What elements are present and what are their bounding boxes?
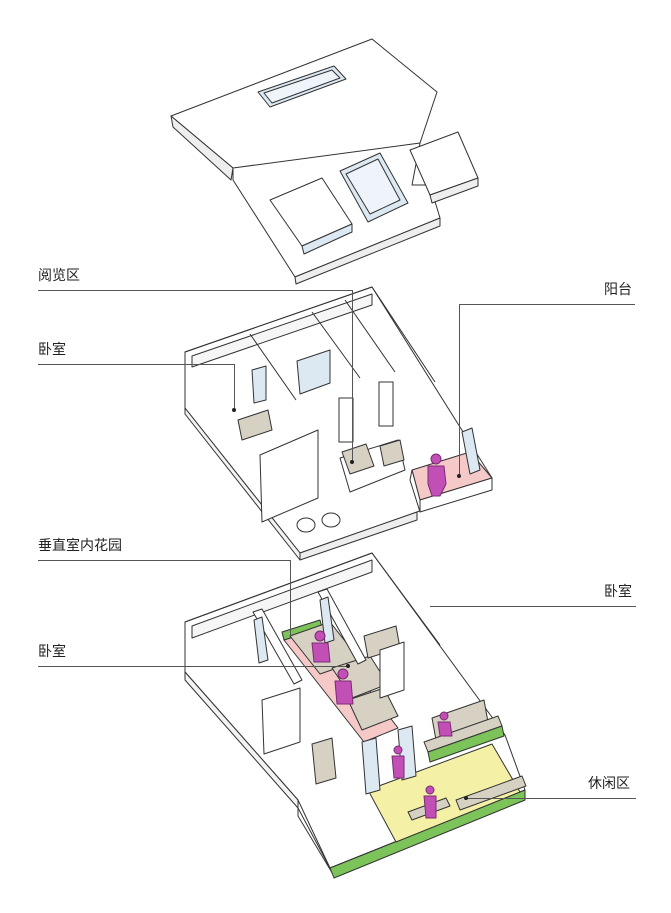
lower-partition-left <box>252 608 303 685</box>
upper-wall-back <box>184 286 436 383</box>
garden-table-3 <box>347 687 399 731</box>
leisure-leader <box>466 798 636 799</box>
bedroom-upper-leader-v <box>234 364 235 410</box>
roof-lower-edge <box>294 217 441 285</box>
bedroom-upper-leader <box>38 364 234 365</box>
balcony-marker <box>457 474 461 478</box>
roof-level <box>170 38 479 285</box>
lower-green-band <box>427 725 505 763</box>
leisure-marker <box>464 796 468 800</box>
roof-window-center-inner <box>345 158 401 215</box>
label-reading-area: 阅览区 <box>38 268 80 284</box>
reading-chair-2 <box>379 439 405 467</box>
bedroom-left-marker <box>346 664 350 668</box>
label-balcony: 阳台 <box>604 282 632 298</box>
upper-door-1 <box>338 397 354 443</box>
reading-area-marker <box>350 460 354 464</box>
lower-window-left <box>253 616 269 664</box>
upper-left-window <box>251 365 267 404</box>
garden-person-1 <box>311 630 331 663</box>
garden-person-2 <box>334 668 354 705</box>
vertical-garden-leader-v <box>290 560 291 636</box>
lower-wall-back-face <box>191 559 373 639</box>
lower-stair <box>311 737 337 785</box>
bedroom-left-leader <box>38 666 348 667</box>
balcony-railing <box>419 477 493 513</box>
bedroom-person <box>437 711 453 737</box>
reading-area-leader-h <box>38 290 352 291</box>
reading-area-leader-v <box>352 290 353 462</box>
upper-partition-1 <box>249 333 297 401</box>
skylight-top-inner <box>263 69 341 104</box>
label-leisure-area: 休闲区 <box>588 776 630 792</box>
upper-wall-back-face <box>191 293 373 368</box>
lower-bath-wall <box>261 687 301 755</box>
vertical-garden-leader-h <box>38 560 290 561</box>
lower-glass-door-1 <box>361 737 381 795</box>
label-vertical-garden: 垂直室内花园 <box>38 538 122 554</box>
upper-door-2 <box>378 381 394 427</box>
upper-interior-window <box>296 349 331 395</box>
roof-slab-front <box>170 115 234 181</box>
roof-window-left-glass <box>301 223 353 255</box>
lower-floor-level <box>184 552 527 879</box>
lower-window-mid <box>319 596 335 644</box>
balcony-glass <box>461 427 481 475</box>
label-bedroom-lower-right: 卧室 <box>604 584 632 600</box>
balcony-leader-h <box>459 304 635 305</box>
upper-partition-3 <box>344 299 396 373</box>
upper-floor-level <box>184 286 493 561</box>
bedroom-upper-marker <box>232 408 236 412</box>
leisure-floor <box>367 743 521 843</box>
balcony-person <box>427 453 447 497</box>
label-bedroom-lower-left: 卧室 <box>38 644 66 660</box>
balcony-leader-v <box>459 304 460 476</box>
bedroom-right-leader <box>430 606 636 607</box>
upper-bedroom-bed <box>237 409 273 441</box>
reading-chair <box>341 443 375 475</box>
leisure-bench-2 <box>455 775 527 811</box>
roof-window-right-face <box>429 177 479 204</box>
upper-toilet-2 <box>321 512 341 528</box>
upper-toilet-1 <box>296 517 316 533</box>
lower-wall-back <box>184 552 441 646</box>
lower-wardrobe <box>379 641 405 699</box>
door-person <box>391 745 405 779</box>
upper-bath-wall <box>259 429 319 523</box>
label-bedroom-upper: 卧室 <box>38 342 66 358</box>
leisure-person <box>423 785 437 819</box>
